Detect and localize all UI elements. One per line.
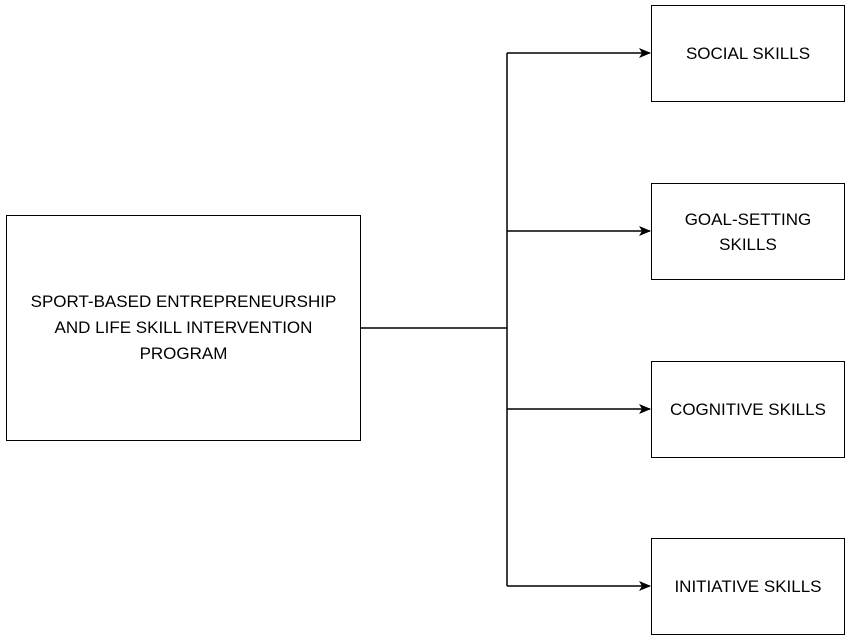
source-label-line: SPORT-BASED ENTREPRENEURSHIP bbox=[30, 292, 337, 311]
target-label-line: INITIATIVE SKILLS bbox=[674, 577, 822, 596]
source-label-line: PROGRAM bbox=[139, 344, 228, 363]
cognitive-skills-label: COGNITIVE SKILLS bbox=[670, 397, 826, 422]
initiative-skills-box: INITIATIVE SKILLS bbox=[651, 538, 845, 635]
goal-setting-skills-label: GOAL-SETTING SKILLS bbox=[685, 207, 812, 257]
target-label-line: GOAL-SETTING bbox=[684, 209, 812, 229]
source-program-label: SPORT-BASED ENTREPRENEURSHIP AND LIFE SK… bbox=[31, 289, 337, 367]
source-label-line: AND LIFE SKILL INTERVENTION bbox=[54, 318, 313, 337]
cognitive-skills-box: COGNITIVE SKILLS bbox=[651, 361, 845, 458]
social-skills-label: SOCIAL SKILLS bbox=[686, 41, 810, 66]
source-program-box: SPORT-BASED ENTREPRENEURSHIP AND LIFE SK… bbox=[6, 215, 361, 441]
target-label-line: COGNITIVE SKILLS bbox=[670, 400, 826, 419]
target-label-line: SKILLS bbox=[719, 234, 777, 254]
target-label-line: SOCIAL SKILLS bbox=[685, 44, 811, 63]
initiative-skills-label: INITIATIVE SKILLS bbox=[674, 574, 821, 599]
goal-setting-skills-box: GOAL-SETTING SKILLS bbox=[651, 183, 845, 280]
social-skills-box: SOCIAL SKILLS bbox=[651, 5, 845, 102]
